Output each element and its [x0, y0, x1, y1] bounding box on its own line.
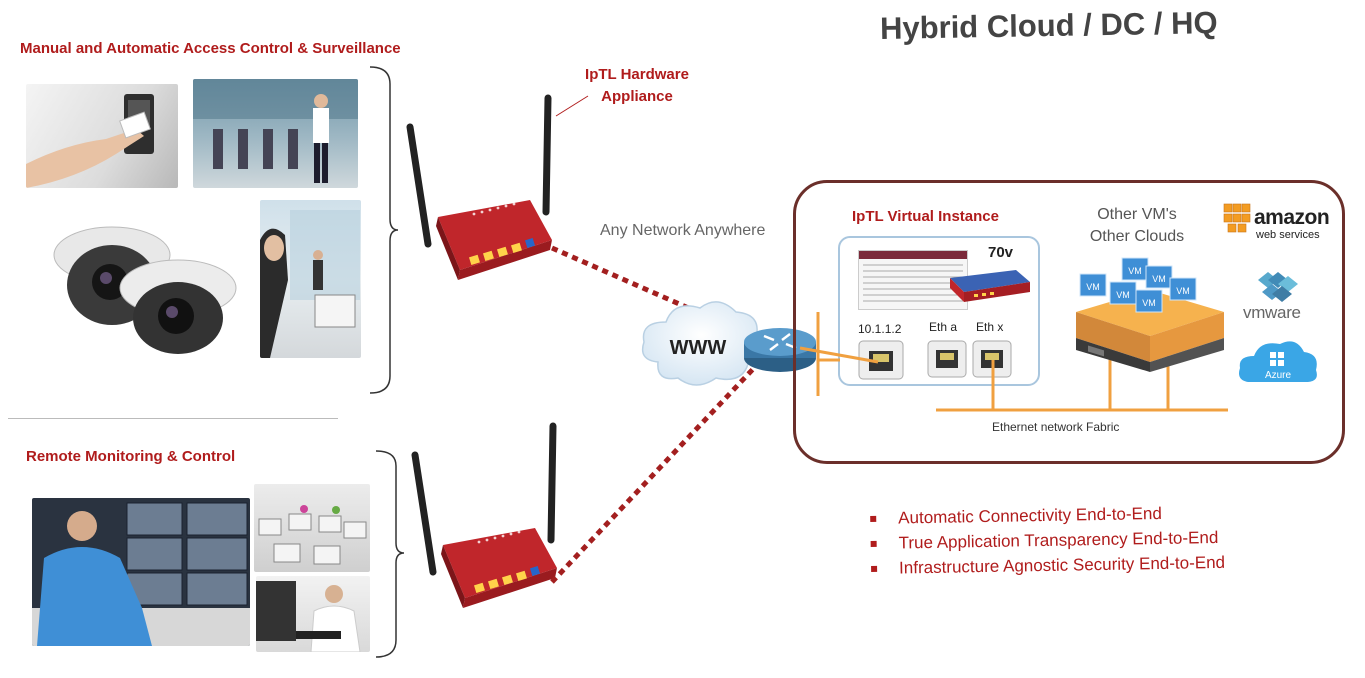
bottom-bracket [376, 450, 405, 658]
benefit-text: True Application Transparency End-to-End [898, 527, 1219, 553]
turnstile-photo [193, 79, 358, 188]
office-worker-photo [260, 200, 361, 358]
card-reader-photo [26, 84, 178, 188]
www-label: WWW [670, 337, 727, 359]
model-label: 70v [988, 244, 1014, 261]
vm-badge-4: VM [1116, 290, 1130, 300]
vm-badge-1: VM [1086, 282, 1100, 292]
virtual-instance-box [838, 236, 1040, 386]
vm-badge-5: VM [1142, 298, 1156, 308]
dome-camera-photo [50, 210, 240, 355]
other-vms-line2: Other Clouds [1089, 228, 1185, 245]
ethernet-port-eth-x [972, 340, 1012, 378]
core-router-icon [744, 328, 816, 372]
bullet-icon [870, 515, 877, 522]
appliance-label-line1: IpTL Hardware [585, 66, 689, 83]
datacenter-box [793, 180, 1345, 464]
ethernet-port-ip [858, 340, 904, 380]
vm-server-stack: VM VM VM VM VM VM [1076, 257, 1224, 372]
www-cloud: WWW [641, 301, 762, 386]
fabric-label: Ethernet network Fabric [992, 420, 1120, 434]
hardware-appliance-top [406, 94, 552, 280]
virtual-appliance-device [950, 270, 1030, 302]
programmer-photo [256, 576, 370, 652]
azure-cloud-icon: Azure [1239, 341, 1317, 382]
control-room-photo [32, 498, 250, 646]
vm-badge-6: VM [1176, 286, 1190, 296]
port-label-ip: 10.1.1.2 [858, 322, 902, 336]
amazon-wordmark: amazon [1254, 206, 1330, 229]
network-label: Any Network Anywhere [600, 222, 766, 239]
vm-badge-2: VM [1128, 266, 1142, 276]
ethernet-port-eth-a [927, 340, 967, 378]
computer-lab-photo [254, 484, 370, 572]
azure-wordmark: Azure [1265, 370, 1292, 381]
appliance-pointer-line [555, 95, 589, 117]
amazon-web-services-logo: amazon web services [1222, 200, 1334, 244]
aws-cubes-icon [1223, 203, 1251, 233]
other-vms-line1: Other VM's [1097, 206, 1177, 223]
appliance-label: IpTL Hardware Appliance [582, 64, 692, 108]
benefits-list: Automatic Connectivity End-to-End True A… [870, 500, 1225, 581]
bullet-icon [871, 565, 878, 572]
remote-monitoring-title: Remote Monitoring & Control [26, 448, 236, 465]
vm-badge-3: VM [1152, 274, 1166, 284]
vmware-icon [1258, 272, 1298, 302]
hardware-appliance-bottom [411, 422, 557, 608]
port-label-eth-x: Eth x [976, 320, 1004, 334]
appliance-label-line2: Appliance [601, 88, 673, 105]
port-label-eth-a: Eth a [929, 320, 958, 334]
top-bracket [370, 66, 399, 394]
web-services-wordmark: web services [1256, 229, 1320, 241]
access-control-title: Manual and Automatic Access Control & Su… [20, 40, 401, 57]
benefit-text: Infrastructure Agnostic Security End-to-… [898, 552, 1226, 578]
vmware-wordmark: vmware [1243, 303, 1301, 322]
other-vms-label: Other VM's Other Clouds [1082, 204, 1192, 248]
benefit-text: Automatic Connectivity End-to-End [898, 503, 1162, 528]
bullet-icon [870, 540, 877, 547]
virtual-instance-title: IpTL Virtual Instance [852, 208, 999, 225]
section-divider [8, 418, 338, 419]
